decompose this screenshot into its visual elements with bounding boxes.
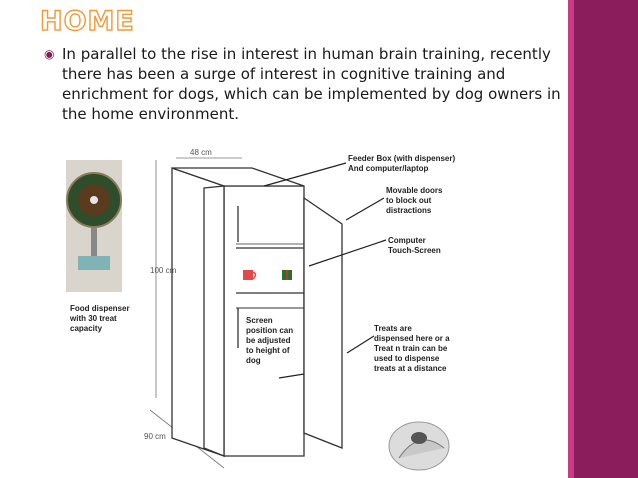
feeder-box-label: Feeder Box (with dispenser) And computer… — [348, 154, 456, 173]
target-bullet-icon: ◉ — [44, 47, 55, 61]
movable-doors-label: Movable doors to block out distractions — [386, 186, 443, 215]
height-dimension-label: 100 cm — [150, 266, 177, 275]
slide-title: HOME — [39, 5, 135, 37]
bullet-text: In parallel to the rise in interest in h… — [62, 45, 561, 123]
depth-dimension-label: 90 cm — [144, 432, 166, 441]
food-dispenser-label: Food dispenser with 30 treat capacity — [70, 304, 130, 333]
dog-training-cabinet-diagram: 48 cm 100 cm 90 cm Feeder Box (with disp… — [64, 148, 564, 476]
treat-n-train-device — [388, 421, 450, 471]
treats-label: Treats are dispensed here or a Treat n t… — [374, 324, 450, 373]
screen-position-label: Screen position can be adjusted to heigh… — [246, 316, 294, 365]
gift-icon — [282, 270, 292, 280]
computer-label: Computer Touch-Screen — [388, 236, 441, 255]
decorative-sidebar — [568, 0, 638, 478]
food-dispenser-photo — [66, 160, 122, 292]
cup-icon — [243, 270, 257, 280]
width-dimension-label: 48 cm — [190, 148, 212, 157]
